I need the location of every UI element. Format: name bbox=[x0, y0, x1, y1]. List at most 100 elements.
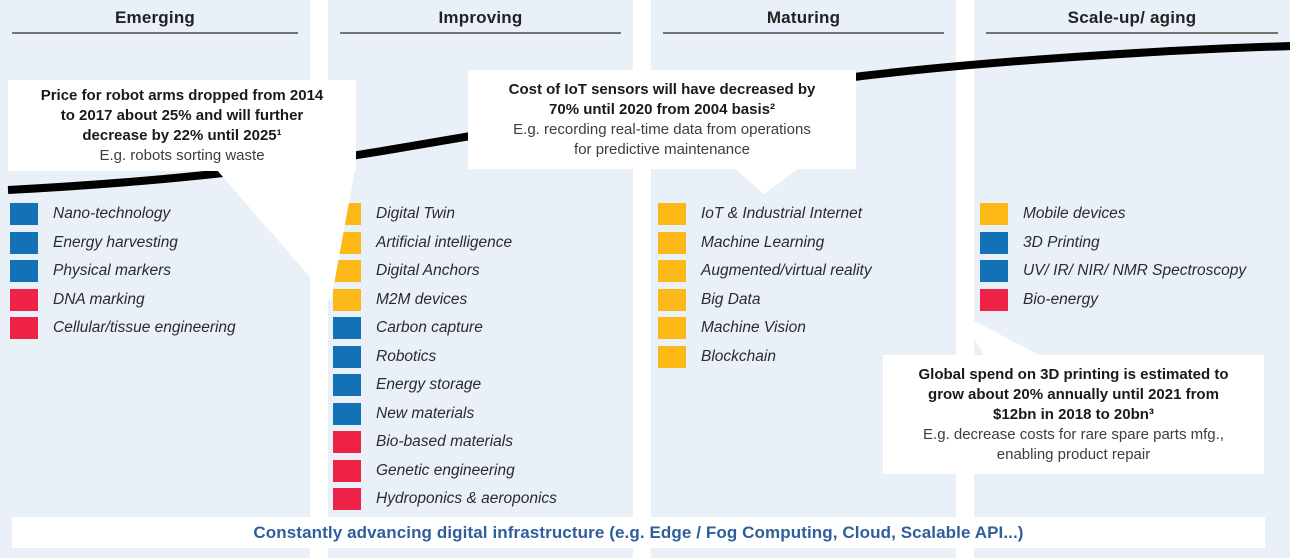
list-item: Digital Twin bbox=[333, 203, 557, 225]
list-item: Artificial intelligence bbox=[333, 231, 557, 254]
stage-title-scaleup: Scale-up/ aging bbox=[1067, 8, 1197, 27]
blue-square-icon bbox=[10, 260, 38, 282]
infrastructure-banner: Constantly advancing digital infrastruct… bbox=[12, 517, 1265, 548]
list-item: Energy harvesting bbox=[10, 231, 236, 254]
yellow-square-icon bbox=[333, 203, 361, 225]
list-item: Machine Vision bbox=[658, 317, 872, 339]
list-item: Mobile devices bbox=[980, 203, 1246, 225]
red-square-icon bbox=[10, 317, 38, 339]
yellow-square-icon bbox=[980, 203, 1008, 225]
red-square-icon bbox=[333, 431, 361, 453]
yellow-square-icon bbox=[658, 288, 686, 311]
callout-robot-arms: Price for robot arms dropped from 2014 t… bbox=[8, 80, 356, 171]
item-label: Robotics bbox=[376, 347, 437, 365]
callout-3d-printing: Global spend on 3D printing is estimated… bbox=[883, 355, 1264, 474]
infrastructure-banner-label: Constantly advancing digital infrastruct… bbox=[253, 522, 1024, 542]
item-label: Nano-technology bbox=[53, 205, 171, 222]
list-item: Genetic engineering bbox=[333, 459, 557, 482]
yellow-square-icon bbox=[333, 231, 361, 254]
stage-title-improving: Improving bbox=[438, 8, 523, 27]
item-label: 3D Printing bbox=[1023, 233, 1100, 251]
blue-square-icon bbox=[333, 402, 361, 425]
item-label: M2M devices bbox=[376, 290, 468, 308]
list-item: Blockchain bbox=[658, 345, 872, 368]
stage-underline bbox=[12, 32, 298, 34]
item-label: Mobile devices bbox=[1023, 205, 1126, 222]
list-item: Bio-based materials bbox=[333, 431, 557, 453]
list-item: Carbon capture bbox=[333, 317, 557, 339]
blue-square-icon bbox=[980, 231, 1008, 254]
blue-square-icon bbox=[333, 374, 361, 396]
list-item: Digital Anchors bbox=[333, 260, 557, 282]
blue-square-icon bbox=[333, 317, 361, 339]
callout-example: E.g. recording real-time data from opera… bbox=[513, 120, 811, 158]
callout-example: E.g. decrease costs for rare spare parts… bbox=[923, 425, 1224, 463]
item-label: UV/ IR/ NIR/ NMR Spectroscopy bbox=[1023, 262, 1247, 279]
item-label: Machine Vision bbox=[701, 319, 806, 336]
yellow-square-icon bbox=[333, 288, 361, 311]
list-item: Machine Learning bbox=[658, 231, 872, 254]
yellow-square-icon bbox=[333, 260, 361, 282]
red-square-icon bbox=[980, 288, 1008, 311]
stage-title-emerging: Emerging bbox=[114, 8, 195, 27]
yellow-square-icon bbox=[658, 203, 686, 225]
list-item: Robotics bbox=[333, 345, 557, 368]
stage-underline bbox=[340, 32, 621, 34]
list-item: Big Data bbox=[658, 288, 872, 311]
list-item: Energy storage bbox=[333, 374, 557, 396]
yellow-square-icon bbox=[658, 260, 686, 282]
list-item: Cellular/tissue engineering bbox=[10, 317, 236, 339]
callout-headline: Price for robot arms dropped from 2014 t… bbox=[40, 86, 324, 144]
item-label: Augmented/virtual reality bbox=[701, 262, 872, 279]
blue-square-icon bbox=[980, 260, 1008, 282]
list-item: DNA marking bbox=[10, 288, 236, 311]
list-item: IoT & Industrial Internet bbox=[658, 203, 872, 225]
item-label: Energy storage bbox=[376, 376, 482, 393]
item-label: Blockchain bbox=[701, 347, 776, 365]
list-item: New materials bbox=[333, 402, 557, 425]
item-label: DNA marking bbox=[53, 290, 145, 308]
blue-square-icon bbox=[333, 345, 361, 368]
callout-iot-sensors: Cost of IoT sensors will have decreased … bbox=[468, 70, 856, 169]
stage-title-maturing: Maturing bbox=[766, 8, 841, 27]
yellow-square-icon bbox=[658, 231, 686, 254]
item-label: Digital Twin bbox=[376, 205, 455, 222]
stage-underline bbox=[986, 32, 1278, 34]
item-label: Bio-based materials bbox=[376, 433, 513, 450]
item-label: Genetic engineering bbox=[376, 461, 515, 479]
item-label: Physical markers bbox=[53, 262, 171, 279]
item-label: IoT & Industrial Internet bbox=[701, 205, 863, 222]
item-label: Digital Anchors bbox=[376, 262, 480, 279]
callout-headline: Cost of IoT sensors will have decreased … bbox=[508, 80, 816, 118]
item-label: Artificial intelligence bbox=[376, 233, 513, 251]
item-label: Carbon capture bbox=[376, 319, 483, 336]
list-item: M2M devices bbox=[333, 288, 557, 311]
stage-underline bbox=[663, 32, 944, 34]
item-label: Machine Learning bbox=[701, 233, 825, 251]
item-label: Hydroponics & aeroponics bbox=[376, 490, 557, 507]
callout-example: E.g. robots sorting waste bbox=[99, 146, 265, 164]
item-label: Energy harvesting bbox=[53, 233, 178, 251]
callout-headline: Global spend on 3D printing is estimated… bbox=[918, 365, 1229, 423]
list-item: 3D Printing bbox=[980, 231, 1246, 254]
blue-square-icon bbox=[10, 203, 38, 225]
list-item: Hydroponics & aeroponics bbox=[333, 488, 557, 510]
blue-square-icon bbox=[10, 231, 38, 254]
yellow-square-icon bbox=[658, 317, 686, 339]
item-label: Bio-energy bbox=[1023, 290, 1098, 308]
red-square-icon bbox=[333, 488, 361, 510]
item-label: New materials bbox=[376, 404, 475, 422]
list-item: Nano-technology bbox=[10, 203, 236, 225]
item-label: Cellular/tissue engineering bbox=[53, 319, 236, 336]
list-item: Physical markers bbox=[10, 260, 236, 282]
list-item: UV/ IR/ NIR/ NMR Spectroscopy bbox=[980, 260, 1246, 282]
red-square-icon bbox=[333, 459, 361, 482]
yellow-square-icon bbox=[658, 345, 686, 368]
item-label: Big Data bbox=[701, 290, 761, 308]
list-item: Augmented/virtual reality bbox=[658, 260, 872, 282]
